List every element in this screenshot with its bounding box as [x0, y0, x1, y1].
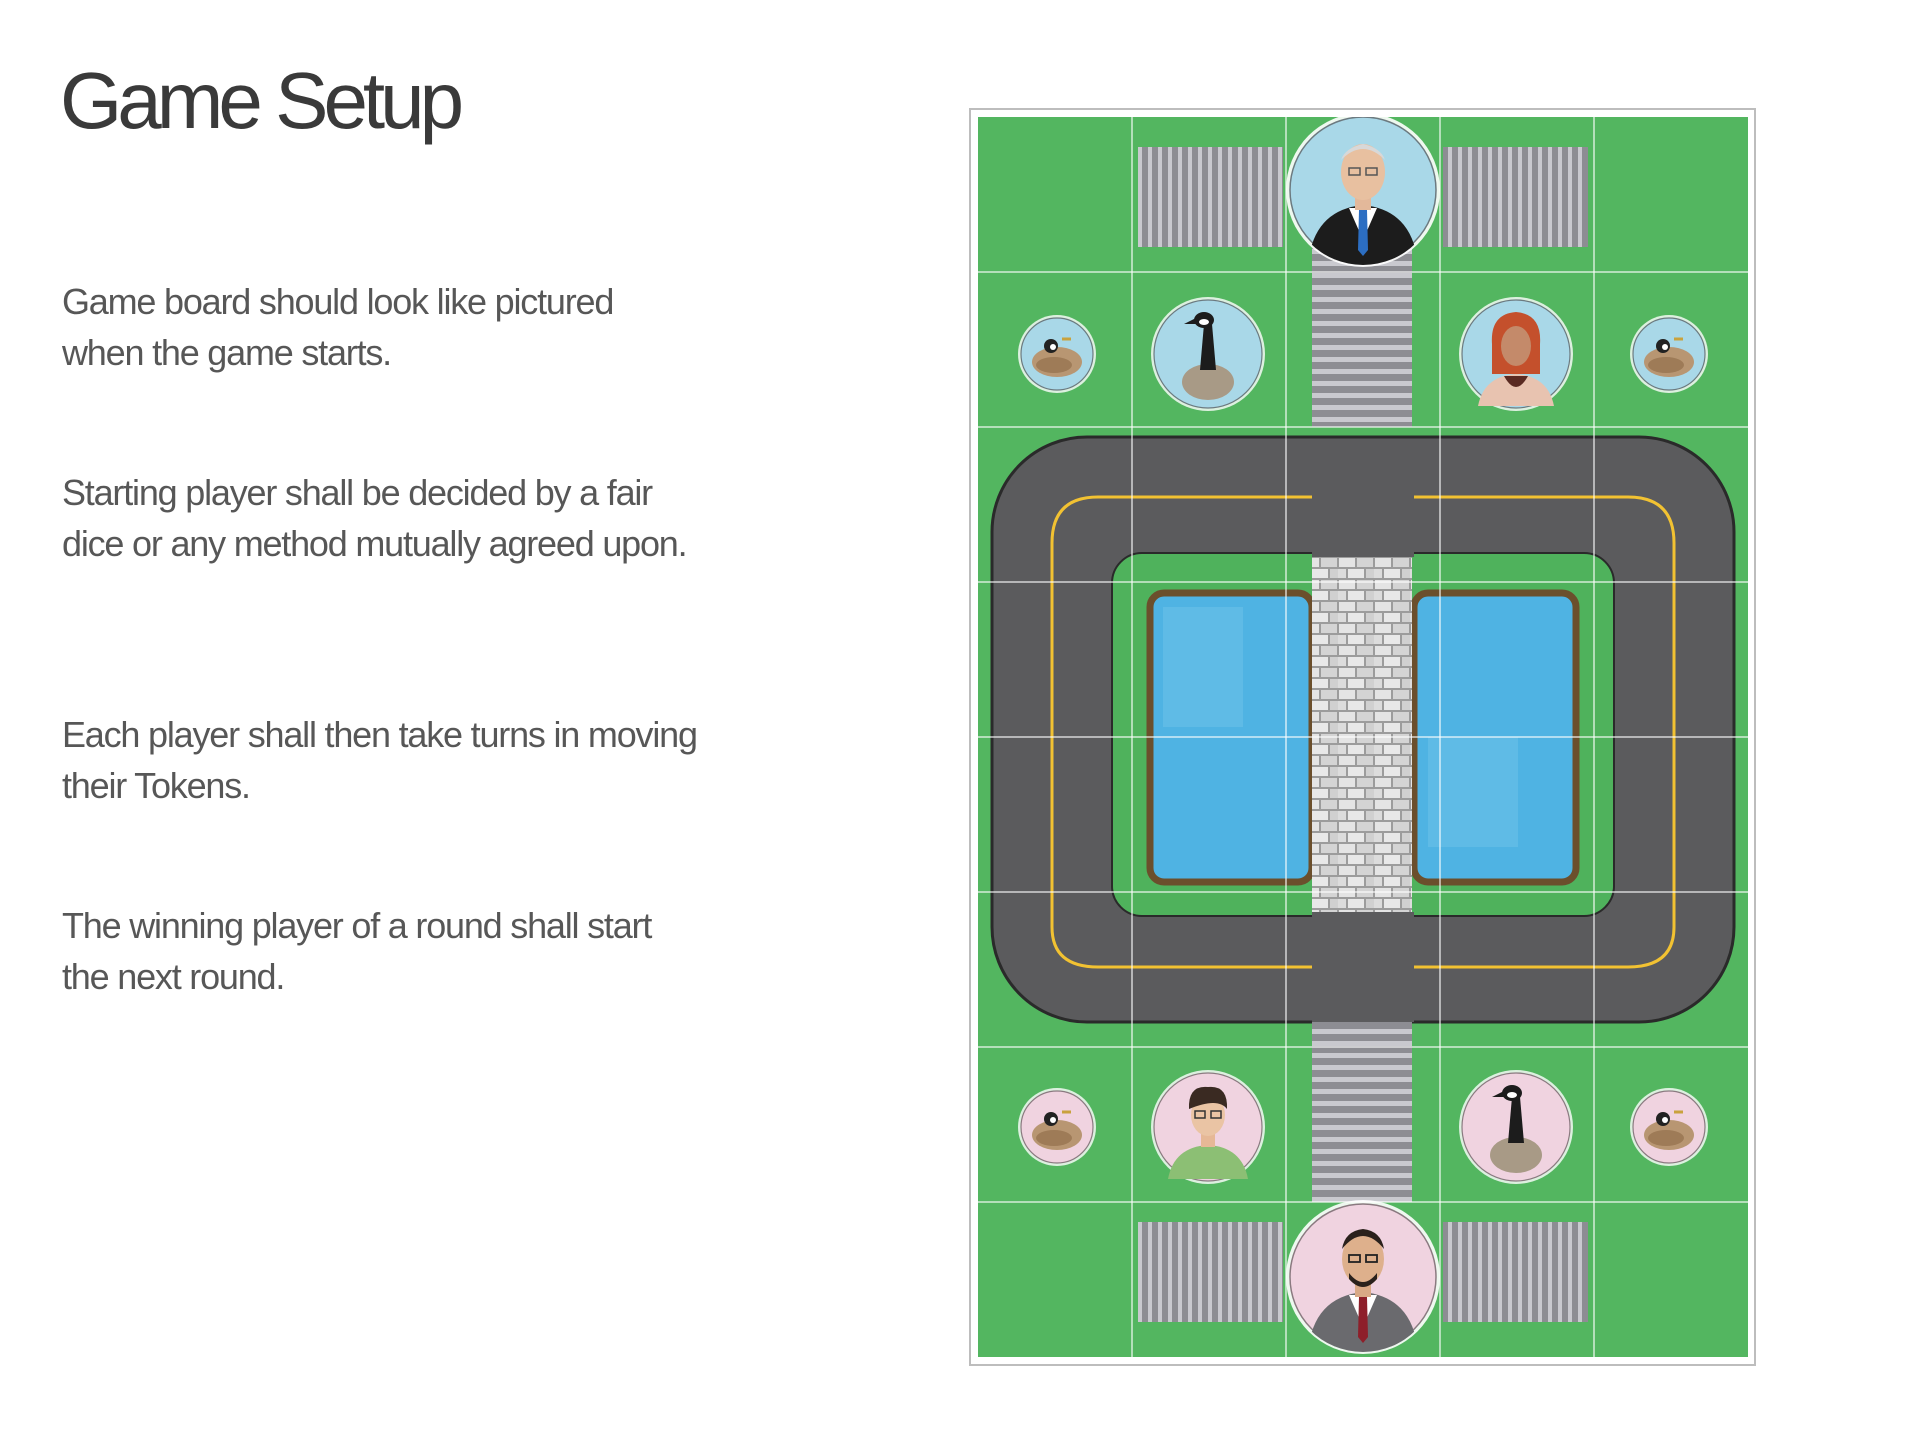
game-board: [978, 117, 1748, 1357]
player-man-blue-tie-token[interactable]: [1286, 117, 1440, 267]
stairs-bottom-vertical: [1312, 1022, 1412, 1202]
brick-path: [1312, 557, 1412, 912]
rule-board-start: Game board should look like pictured whe…: [62, 281, 614, 373]
player-man-red-tie-token[interactable]: [1286, 1200, 1440, 1354]
stairs-top-right: [1443, 147, 1588, 247]
goose-standing-token-bottom[interactable]: [1459, 1070, 1573, 1184]
stairs-top-left: [1138, 147, 1283, 247]
board-grid: [978, 117, 1748, 1357]
player-woman-red-hair-token[interactable]: [1459, 297, 1573, 411]
rule-starting-player: Starting player shall be decided by a fa…: [62, 472, 688, 564]
player-boy-glasses-token[interactable]: [1151, 1070, 1265, 1184]
stairs-bottom-left: [1138, 1222, 1283, 1322]
goose-sitting-token-top-right[interactable]: [1630, 315, 1708, 393]
goose-sitting-token-bottom-right[interactable]: [1630, 1088, 1708, 1166]
goose-sitting-token-top-left[interactable]: [1018, 315, 1096, 393]
goose-standing-token-top[interactable]: [1151, 297, 1265, 411]
rule-winner-starts: The winning player of a round shall star…: [62, 905, 652, 997]
road-line-left: [1050, 495, 1313, 969]
road-crossing-top: [1312, 439, 1414, 557]
stairs-top-vertical: [1312, 247, 1412, 427]
stairs-bottom-right: [1443, 1222, 1588, 1322]
goose-sitting-token-bottom-left[interactable]: [1018, 1088, 1096, 1166]
road-line-right: [1413, 495, 1676, 969]
rule-take-turns: Each player shall then take turns in mov…: [62, 714, 698, 806]
road-crossing-bottom: [1312, 912, 1414, 1022]
page-title: Game Setup: [60, 56, 464, 145]
